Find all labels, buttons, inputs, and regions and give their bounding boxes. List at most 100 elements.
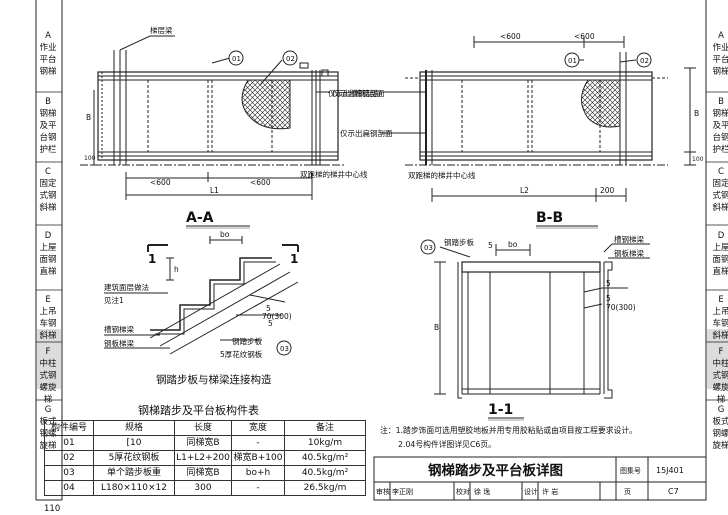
aa-dim-right: <600	[250, 178, 271, 187]
sidebar-text: 及平	[712, 121, 728, 131]
tb-atlas-label: 图集号	[620, 466, 641, 475]
section-detail-left	[104, 236, 299, 355]
table-cell: L180×110×12	[93, 480, 175, 496]
page-number: 110	[44, 504, 60, 514]
r-dim5: 5	[488, 241, 493, 250]
sidebar-text: 作业	[712, 43, 728, 53]
sidebar-text: 平台	[39, 55, 57, 65]
tb-review: 审核	[376, 487, 390, 496]
sec-callout: 03	[280, 345, 289, 353]
sidebar-text: 旋梯	[712, 441, 728, 451]
aa-note1: 仅示出槽钢剖面	[332, 88, 385, 98]
tb-page-code: C7	[668, 487, 679, 496]
r-dim-bo: bo	[508, 240, 518, 249]
table-cell: 04	[44, 480, 94, 496]
tb-check: 校对	[456, 487, 470, 496]
r-label-pl: 钢板梯梁	[614, 248, 644, 258]
sidebar-text: 及平	[39, 121, 57, 131]
sec-caption: 钢踏步板与梯梁连接构造	[156, 373, 272, 386]
callout-03-right	[420, 239, 436, 255]
sidebar-text: 梯	[716, 395, 726, 405]
sidebar-active-highlight-right	[707, 329, 728, 389]
sec-label6: 5厚花纹钢板	[220, 349, 263, 359]
sidebar-text: 台钢	[712, 133, 728, 143]
table-cell: 10kg/m	[284, 435, 366, 451]
sidebar-text: 平台	[712, 55, 728, 65]
table-header: 备注	[284, 420, 366, 436]
aa-label-top: 梯层梁	[150, 25, 173, 35]
sidebar-text: 钢梯	[39, 67, 57, 77]
title-block	[373, 456, 707, 501]
aa-note2: 双跑梯的梯井中心线	[300, 169, 368, 179]
sidebar-letter: E	[718, 295, 724, 305]
r-dim-b: B	[434, 323, 439, 332]
bb-title: B-B	[536, 210, 563, 226]
sec-weld5b: 5	[268, 319, 273, 328]
sec-label3: 槽钢梯梁	[104, 324, 134, 334]
table-cell: L1+L2+200	[174, 450, 232, 466]
table-cell: 梯宽B+100	[231, 450, 285, 466]
tb-atlas-no: 15J401	[656, 466, 684, 475]
aa-title: A-A	[186, 210, 214, 226]
sidebar-text: 式钢	[712, 371, 728, 381]
sidebar-text: 斜梯	[39, 331, 57, 341]
bb-dim-total: L2	[520, 186, 529, 195]
sidebar-letter: D	[717, 231, 725, 241]
sidebar-text: 钢梯	[712, 67, 728, 77]
table-cell: 300	[174, 480, 232, 496]
sidebar-active-highlight	[37, 329, 61, 389]
table-header: 构件编号	[44, 420, 94, 436]
sidebar-text: 直梯	[712, 267, 728, 277]
table-cell: 5厚花纹钢板	[93, 450, 175, 466]
sidebar-text: 式钢	[39, 191, 57, 201]
bb-note1: 仅示出槽钢剖面	[328, 88, 381, 98]
section-11-right	[434, 243, 650, 399]
sidebar-text: 式钢	[39, 371, 57, 381]
sidebar-text: 斜梯	[712, 331, 728, 341]
tb-designer: 许 岩	[542, 487, 558, 496]
bb-dim-100: 100	[692, 156, 704, 163]
sidebar-text: 钢梯	[39, 109, 57, 119]
bb-note2: 仅示出扁钢剖面	[340, 128, 393, 138]
tb-title: 钢梯踏步及平台板详图	[428, 462, 563, 479]
sidebar-text: 板式	[712, 417, 728, 427]
callout-03-left	[276, 340, 292, 356]
sidebar-text: 式钢	[712, 191, 728, 201]
drawing-bb	[380, 36, 696, 202]
sec-weld5a: 5	[266, 304, 271, 313]
sidebar-letter: C	[45, 167, 51, 177]
sec-dim-bo: bo	[220, 230, 230, 239]
sidebar-text: 上吊	[39, 307, 57, 317]
sidebar-text: 螺旋	[712, 383, 728, 393]
sidebar-letter: G	[44, 405, 52, 415]
sec-label7: 70(300)	[262, 312, 292, 321]
table-cell: 03	[44, 465, 94, 481]
tb-checker: 徐 逸	[474, 487, 490, 496]
sidebar-text: 上屋	[39, 243, 57, 253]
bb-callout1: 01	[568, 57, 577, 65]
callout-02-aa	[282, 50, 298, 66]
tb-design: 设计	[524, 487, 538, 496]
sidebar-text: 梯	[43, 395, 53, 405]
tb-page-label: 页	[624, 488, 631, 496]
bb-dim-b: B	[694, 109, 699, 118]
table-cell: 02	[44, 450, 94, 466]
sidebar-text: 斜梯	[712, 203, 728, 213]
table-title: 钢梯踏步及平台板构件表	[138, 404, 259, 417]
callout-02-bb	[636, 52, 652, 68]
sidebar-text: 螺旋	[39, 383, 57, 393]
bb-callout2: 02	[640, 57, 649, 65]
table-header: 宽度	[231, 420, 285, 436]
bb-dim-top-left: <600	[500, 32, 521, 41]
sidebar-text: 直梯	[39, 267, 57, 277]
